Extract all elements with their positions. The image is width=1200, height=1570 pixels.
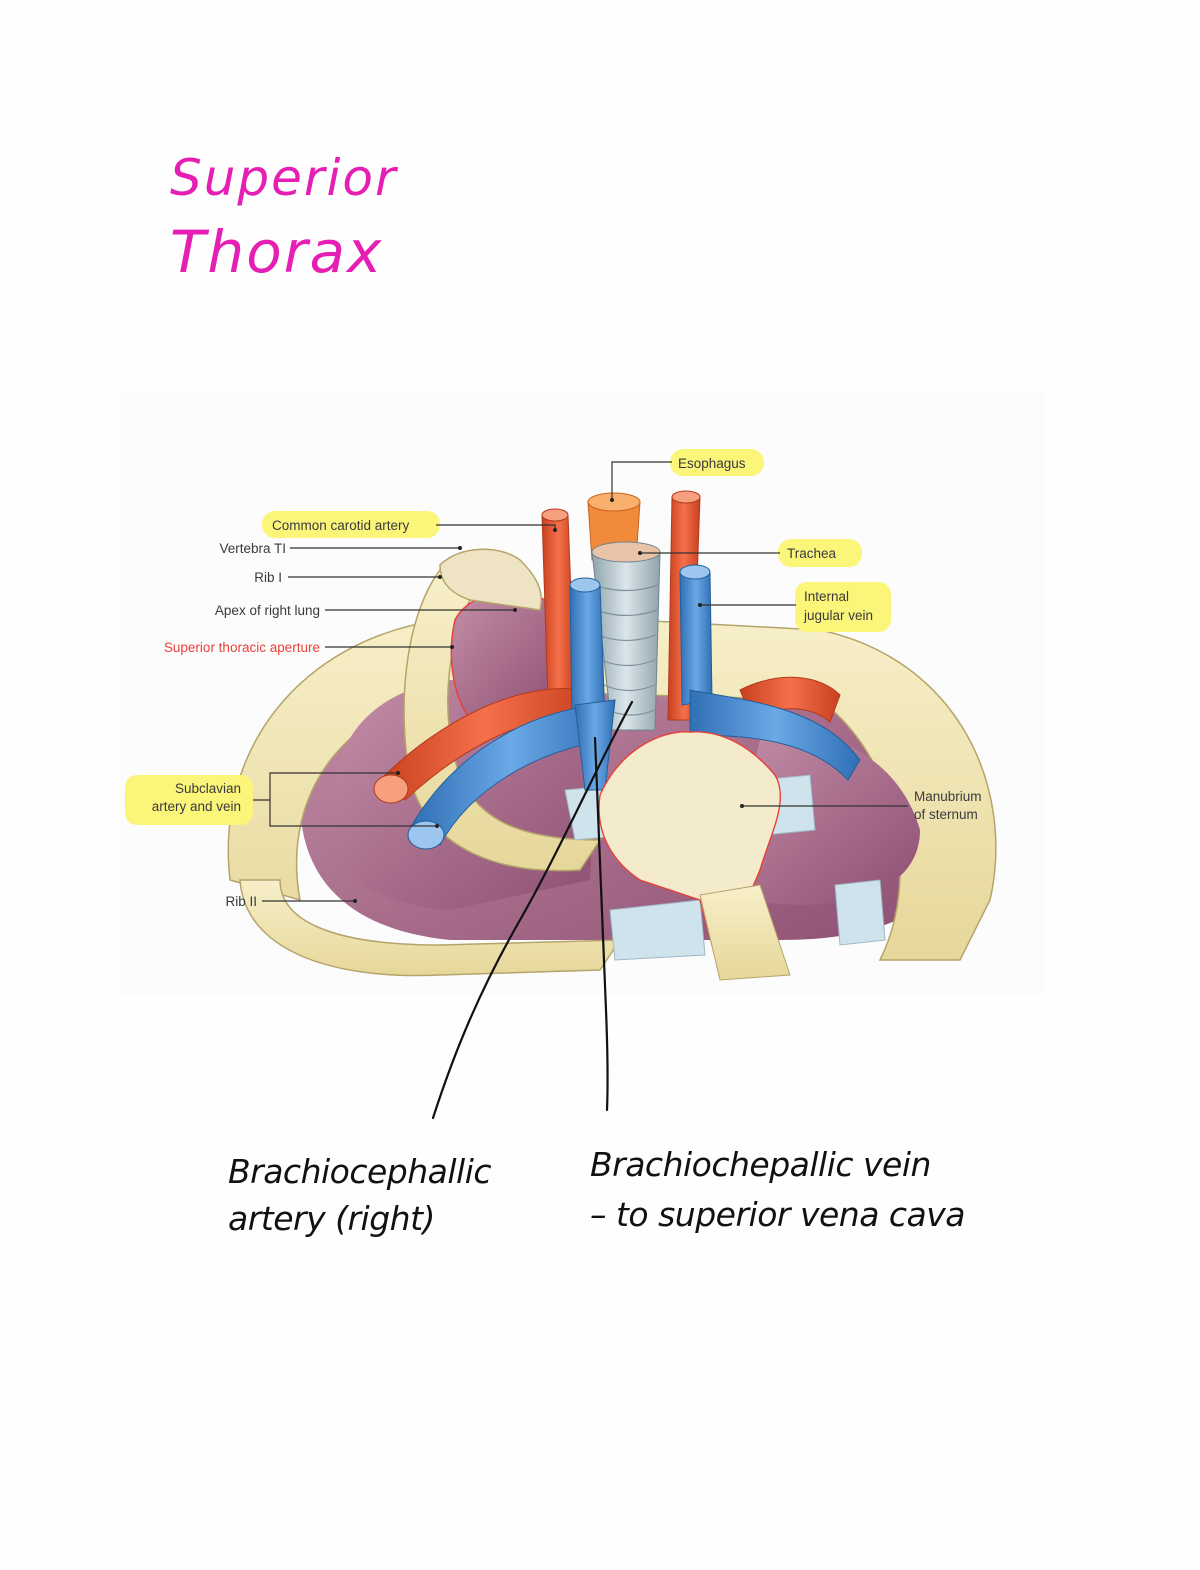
internal-jugular-vein-right-lumen <box>569 577 601 593</box>
trachea-rings <box>593 584 659 716</box>
note-brachiocephalic-artery-line2: artery (right) <box>228 1199 435 1238</box>
label-common-carotid-artery: Common carotid artery <box>272 518 410 533</box>
label-rib-2: Rib II <box>225 894 257 909</box>
note-brachiocephalic-vein-line2: – to superior vena cava <box>590 1195 966 1234</box>
title-line-superior: Superior <box>170 149 398 207</box>
internal-jugular-vein-left <box>679 571 713 706</box>
brachiocephalic-vein-left <box>689 689 861 781</box>
highlight-internal-jugular <box>795 582 891 632</box>
highlight-subclavian <box>125 775 253 825</box>
label-esophagus: Esophagus <box>678 456 746 471</box>
note-brachiocephalic-vein-line1: Brachiochepallic vein <box>590 1145 931 1184</box>
label-superior-thoracic-aperture: Superior thoracic aperture <box>164 640 320 655</box>
internal-jugular-vein-left-lumen <box>679 564 711 580</box>
leader-lines <box>253 461 908 903</box>
label-manubrium-line1: Manubrium <box>914 789 982 804</box>
label-trachea: Trachea <box>787 546 837 561</box>
subclavian-vein-lumen <box>407 820 445 850</box>
highlight-trachea <box>778 539 862 567</box>
label-subclavian-line1: Subclavian <box>175 781 241 796</box>
costal-cartilage-rib2-right <box>609 899 706 961</box>
sternum-body <box>699 884 791 981</box>
label-rib-1: Rib I <box>254 570 282 585</box>
label-apex-right-lung: Apex of right lung <box>215 603 320 618</box>
common-carotid-artery-left-lumen <box>671 490 701 504</box>
rib-2-inner-band <box>239 879 622 977</box>
label-internal-jugular-vein-line2: jugular vein <box>803 608 873 623</box>
title-line-thorax: Thorax <box>170 218 384 286</box>
trachea-lumen <box>591 541 661 563</box>
highlight-esophagus <box>670 449 764 476</box>
costal-cartilage-rib2-left <box>834 879 886 946</box>
note-brachiocephalic-artery-line1: Brachiocephallic <box>228 1152 492 1191</box>
vertebra-t1 <box>439 548 542 611</box>
annotation-line-vein <box>593 736 609 1112</box>
highlight-common-carotid <box>262 511 440 538</box>
subclavian-artery-lumen <box>373 774 409 804</box>
label-manubrium-line2: of sternum <box>914 807 978 822</box>
label-vertebra-t1: Vertebra TI <box>219 541 286 556</box>
label-subclavian-line2: artery and vein <box>152 799 241 814</box>
label-internal-jugular-vein-line1: Internal <box>804 589 849 604</box>
common-carotid-artery-right-lumen <box>541 508 569 522</box>
annotation-line-artery <box>431 700 634 1120</box>
esophagus-lumen <box>587 492 641 512</box>
